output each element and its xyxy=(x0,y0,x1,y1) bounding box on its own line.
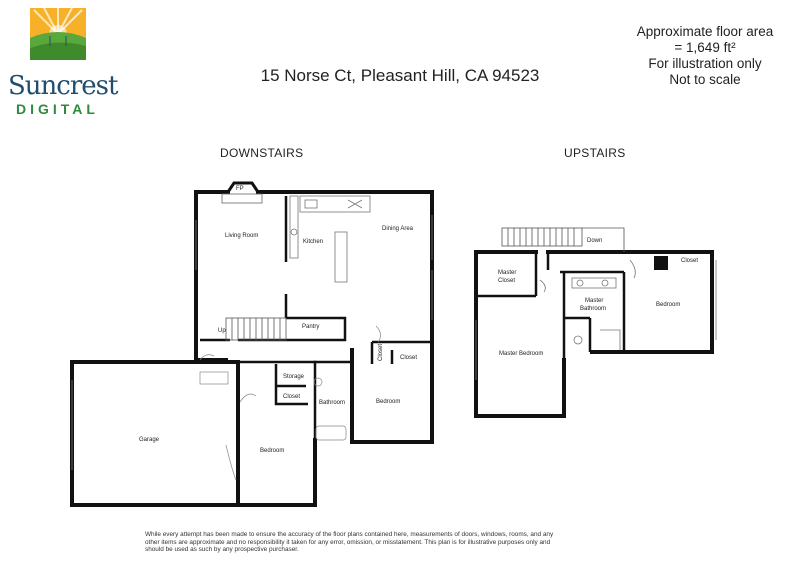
downstairs-title: DOWNSTAIRS xyxy=(220,146,304,160)
sunrise-logo-icon xyxy=(30,8,86,60)
garage-label: Garage xyxy=(139,437,160,443)
downstairs-openings xyxy=(71,215,433,481)
upstairs-fixtures xyxy=(475,259,717,380)
small-closet-label: Closet xyxy=(283,394,300,400)
bedroom-closet-label: Closet xyxy=(400,355,417,361)
disclaimer-text: While every attempt has been made to ens… xyxy=(145,531,554,554)
brand-subtitle: DIGITAL xyxy=(16,101,99,117)
kitchen-counters xyxy=(289,195,371,283)
closet-block-icon xyxy=(654,256,668,270)
living-room-label: Living Room xyxy=(225,233,258,239)
master-bath-label-2: Bathroom xyxy=(580,306,606,312)
master-bath-label-1: Master xyxy=(585,298,603,304)
upstairs-closet-label: Closet xyxy=(681,258,698,264)
floor-area-note: Approximate floor area = 1,649 ft² For i… xyxy=(620,24,790,88)
fp-label: FP xyxy=(236,186,244,192)
company-logo: Suncrest DIGITAL xyxy=(8,8,118,118)
area-note-line-4: Not to scale xyxy=(669,72,741,87)
hearth-shape xyxy=(221,193,263,204)
downstairs-staircase xyxy=(225,317,287,341)
upstairs-staircase xyxy=(501,227,625,252)
down-label: Down xyxy=(587,238,602,244)
area-note-line-3: For illustration only xyxy=(648,56,762,71)
master-closet-label-2: Closet xyxy=(498,278,515,284)
upstairs-plan: Down Master Closet Master Bathroom Close… xyxy=(474,227,717,418)
downstairs-plan: FP Living Room Kitchen Dining Area Up Pa… xyxy=(70,181,434,507)
area-note-line-1: Approximate floor area xyxy=(636,24,774,39)
kitchen-label: Kitchen xyxy=(303,239,323,245)
hall-closet-label: Closet xyxy=(378,344,384,361)
upstairs-interior-walls xyxy=(476,252,626,360)
upstairs-title: UPSTAIRS xyxy=(564,146,626,160)
storage-label: Storage xyxy=(283,374,305,380)
area-note-line-2: = 1,649 ft² xyxy=(674,40,736,55)
right-bedroom-label: Bedroom xyxy=(376,399,400,405)
downstairs-interior-walls xyxy=(200,196,432,442)
dining-area-label: Dining Area xyxy=(382,226,414,232)
left-bedroom-label: Bedroom xyxy=(260,448,284,454)
property-address: 15 Norse Ct, Pleasant Hill, CA 94523 xyxy=(260,66,540,85)
brand-name: Suncrest xyxy=(8,71,118,101)
up-label: Up xyxy=(218,328,226,334)
upstairs-walls xyxy=(474,250,714,418)
pantry-label: Pantry xyxy=(302,324,319,330)
master-bedroom-label: Master Bedroom xyxy=(499,351,543,357)
bathroom-label: Bathroom xyxy=(319,400,345,406)
upstairs-bedroom-label: Bedroom xyxy=(656,302,680,308)
master-closet-label-1: Master xyxy=(498,270,516,276)
fireplace-shape xyxy=(226,181,260,193)
